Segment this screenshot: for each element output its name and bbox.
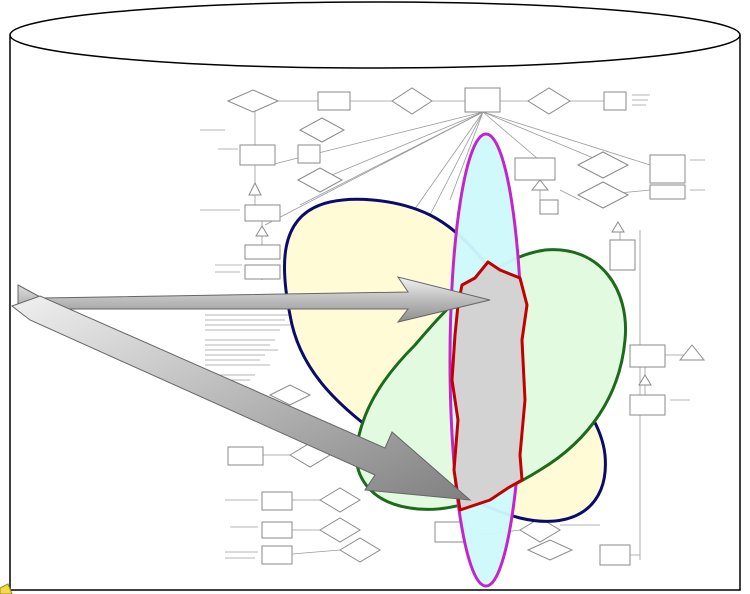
er-attribute-text [200,94,705,559]
arrow-lower-shape [10,295,472,501]
arrow-lower [10,295,472,501]
er-isa-triangles [248,179,706,386]
er-entities [227,87,686,566]
cylinder-top [9,1,741,69]
corner-marker-icon [0,583,13,594]
